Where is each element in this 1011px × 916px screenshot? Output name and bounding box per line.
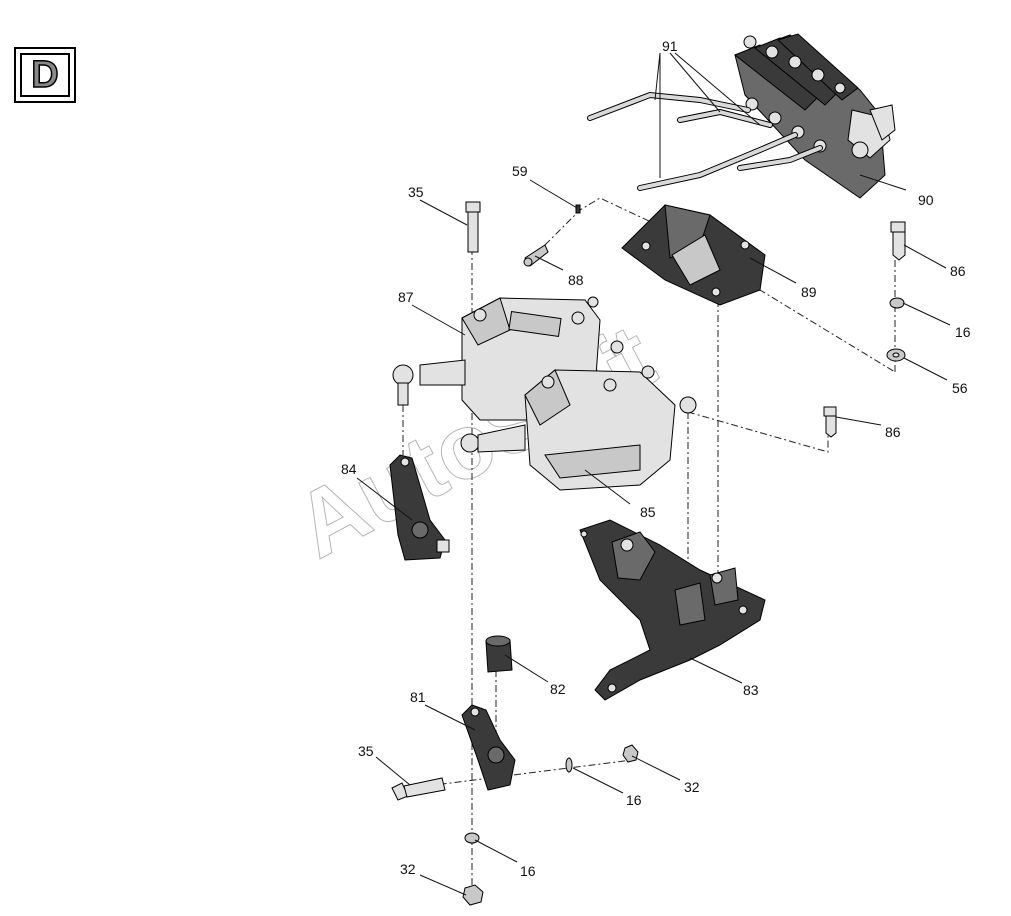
callout-59: 59 [512, 163, 528, 179]
callout-85: 85 [640, 504, 656, 520]
callout-32-bottom: 32 [400, 861, 416, 877]
callout-88: 88 [568, 272, 584, 288]
section-badge: D [14, 47, 76, 103]
part-56-washer [886, 348, 906, 362]
part-32-nut-bottom [462, 884, 484, 906]
part-82-sleeve [485, 635, 513, 673]
section-badge-frame: D [20, 53, 70, 97]
part-16-washer-right [889, 297, 905, 309]
callout-56: 56 [952, 380, 968, 396]
part-86-pin-mid [823, 406, 837, 438]
callout-16-bottom: 16 [520, 863, 536, 879]
callout-82: 82 [550, 681, 566, 697]
callout-89: 89 [801, 284, 817, 300]
callout-83: 83 [743, 682, 759, 698]
part-84-lever [389, 454, 450, 561]
callout-86-top: 86 [950, 263, 966, 279]
leader-lines [356, 52, 951, 896]
callout-16-mid: 16 [626, 792, 642, 808]
section-letter: D [31, 54, 60, 96]
callouts: 91 59 90 35 88 86 89 87 16 56 86 84 85 8… [341, 38, 971, 879]
part-88-screw [523, 244, 549, 267]
part-90-valve-manifold [734, 33, 896, 199]
callout-16-right: 16 [955, 324, 971, 340]
callout-86-mid: 86 [885, 424, 901, 440]
callout-90: 90 [918, 192, 934, 208]
callout-87: 87 [398, 289, 414, 305]
callout-32-right: 32 [684, 779, 700, 795]
part-16-washer-mid [565, 757, 573, 773]
part-32-nut-right [622, 744, 639, 763]
part-81-lever [461, 704, 516, 791]
callout-81: 81 [410, 689, 426, 705]
part-35-bolt-top [465, 201, 481, 253]
callout-35-bottom: 35 [358, 743, 374, 759]
part-86-pin-top [890, 221, 906, 261]
callout-84: 84 [341, 461, 357, 477]
part-59-pin [575, 204, 581, 214]
callout-91: 91 [662, 38, 678, 54]
part-83-plate [579, 519, 766, 701]
part-35-bolt-bottom [391, 777, 446, 801]
callout-35-top: 35 [408, 184, 424, 200]
part-89-bracket [621, 204, 766, 306]
part-85-cylinder [460, 365, 697, 491]
